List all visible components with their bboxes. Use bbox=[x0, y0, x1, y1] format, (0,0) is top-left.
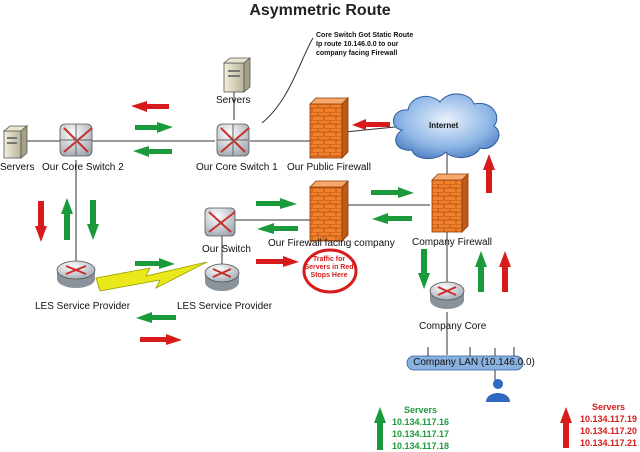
red-server-ip: 10.134.117.21 bbox=[580, 438, 638, 448]
arrow-icon bbox=[374, 407, 386, 450]
static-route-note: Core Switch Got Static Route Ip route 10… bbox=[316, 32, 414, 57]
arrow-icon bbox=[135, 258, 175, 269]
green-server-ip: 10.134.117.16 bbox=[392, 417, 450, 427]
les-left-label: LES Service Provider bbox=[35, 301, 131, 312]
switch-icon bbox=[59, 123, 93, 157]
switch-icon bbox=[216, 123, 250, 157]
servers-top-label: Servers bbox=[216, 95, 251, 106]
company-core-label: Company Core bbox=[419, 321, 487, 332]
arrow-icon bbox=[140, 334, 182, 345]
core-switch-1-label: Our Core Switch 1 bbox=[196, 162, 278, 173]
router-icon bbox=[56, 260, 96, 288]
arrow-icon bbox=[35, 201, 47, 242]
our-firewall-company-label: Our Firewall facing company bbox=[268, 238, 395, 249]
arrow-icon bbox=[136, 312, 176, 323]
arrow-icon bbox=[352, 119, 390, 130]
green-server-ip: 10.134.117.17 bbox=[392, 429, 450, 439]
server-icon bbox=[2, 125, 29, 159]
our-switch-label: Our Switch bbox=[202, 244, 251, 255]
router-icon bbox=[429, 281, 465, 309]
les-right-label: LES Service Provider bbox=[177, 301, 273, 312]
arrow-icon bbox=[475, 251, 487, 292]
red-server-ip: 10.134.117.20 bbox=[580, 426, 638, 436]
stop-label: Traffic for Servers in Red Stops Here bbox=[304, 256, 354, 279]
arrow-icon bbox=[483, 154, 495, 193]
page-title: Asymmetric Route bbox=[249, 2, 391, 19]
arrow-icon bbox=[560, 407, 572, 448]
green-servers-list: Servers 10.134.117.16 10.134.117.17 10.1… bbox=[392, 404, 449, 452]
arrow-icon bbox=[257, 223, 298, 234]
arrow-icon bbox=[499, 251, 511, 292]
arrow-icon bbox=[61, 198, 73, 240]
firewall-icon bbox=[309, 97, 349, 159]
lan-bar bbox=[406, 347, 524, 371]
arrow-icon bbox=[131, 101, 169, 112]
core-switch-2-label: Our Core Switch 2 bbox=[42, 162, 124, 173]
arrow-icon bbox=[371, 187, 414, 198]
servers-left-label: Servers bbox=[0, 162, 35, 173]
router-icon bbox=[204, 263, 240, 291]
server-icon bbox=[222, 57, 252, 93]
arrow-icon bbox=[418, 249, 430, 289]
red-servers-heading: Servers bbox=[592, 402, 626, 412]
red-server-ip: 10.134.117.19 bbox=[580, 414, 638, 424]
company-firewall-label: Company Firewall bbox=[412, 237, 493, 248]
arrow-icon bbox=[256, 256, 299, 267]
red-servers-list: Servers 10.134.117.19 10.134.117.20 10.1… bbox=[580, 401, 637, 449]
company-lan-label: Company LAN (10.146.0.0) bbox=[413, 357, 535, 368]
cloud-icon bbox=[393, 93, 500, 159]
user-icon bbox=[486, 379, 510, 402]
internet-label: Internet bbox=[429, 121, 459, 130]
stop-circle bbox=[302, 248, 358, 294]
public-firewall-label: Our Public Firewall bbox=[287, 162, 371, 173]
arrow-icon bbox=[372, 213, 412, 224]
green-server-ip: 10.134.117.18 bbox=[392, 441, 450, 451]
firewall-icon bbox=[431, 173, 469, 233]
lightning-bolt bbox=[95, 261, 208, 292]
green-servers-heading: Servers bbox=[404, 405, 438, 415]
arrow-icon bbox=[256, 198, 297, 209]
switch-icon bbox=[204, 207, 236, 237]
arrow-icon bbox=[135, 122, 173, 133]
arrow-icon bbox=[87, 200, 99, 240]
arrow-icon bbox=[133, 146, 172, 157]
firewall-icon bbox=[309, 180, 349, 242]
